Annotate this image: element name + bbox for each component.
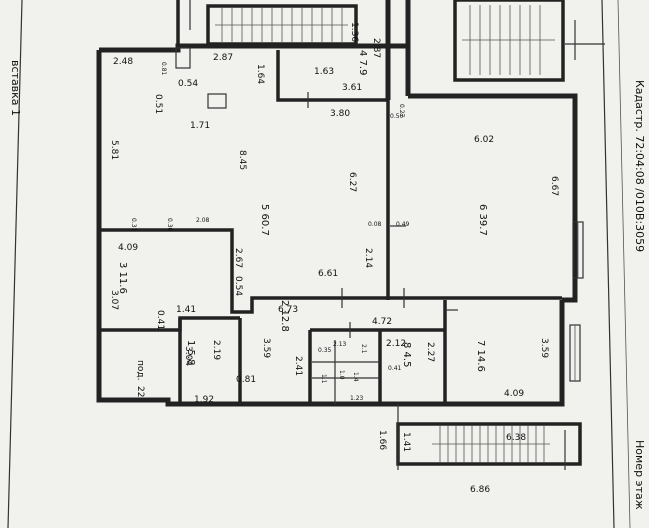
dim-2-19: 2.19 bbox=[211, 340, 221, 360]
dim-1-66: 1.66 bbox=[377, 430, 387, 450]
dim-0-54b: 0.54 bbox=[233, 276, 243, 296]
outer-walls bbox=[96, 0, 578, 407]
dim-2-08: 2.08 bbox=[196, 217, 210, 224]
room-label-4: 4 7.9 bbox=[357, 50, 368, 75]
dim-4-09a: 4.09 bbox=[118, 243, 138, 253]
door-ticks bbox=[307, 92, 458, 338]
room-label-3: 3 11.6 bbox=[117, 262, 128, 294]
dim-2-1: 2.1 bbox=[360, 344, 367, 354]
dim-6-86: 6.86 bbox=[470, 485, 490, 495]
dim-0-35: 0.35 bbox=[318, 347, 332, 354]
dim-2-27: 2.27 bbox=[425, 342, 435, 362]
dim-3-80: 3.80 bbox=[330, 109, 350, 119]
edge-text-left: вставка 1 bbox=[9, 60, 22, 116]
room-label-2: 2 12.8 bbox=[279, 300, 290, 332]
dim-2-13: 2.13 bbox=[333, 341, 347, 348]
dim-0-51: 0.51 bbox=[153, 94, 163, 114]
dim-0-08: 0.08 bbox=[368, 221, 382, 228]
pod-label: под. bbox=[135, 360, 145, 380]
dim-6-38: 6.38 bbox=[506, 433, 526, 443]
dim-6-02: 6.02 bbox=[474, 135, 494, 145]
dim-0-50: 0.50 bbox=[390, 113, 404, 120]
dim-1-23: 1.23 bbox=[350, 395, 364, 402]
stairwell-top bbox=[176, 0, 358, 46]
dim-1-41b: 1.41 bbox=[401, 432, 411, 452]
dim-1-71: 1.71 bbox=[190, 121, 210, 131]
dim-8-45: 8.45 bbox=[237, 150, 247, 170]
dim-0-49: 0.49 bbox=[396, 221, 410, 228]
dim-2-67: 2.67 bbox=[233, 248, 243, 268]
dim-0-81a: 0.81 bbox=[160, 62, 167, 76]
room-label-6: 6 39.7 bbox=[477, 204, 488, 236]
dim-6-67: 6.67 bbox=[549, 176, 559, 196]
dim-1-63: 1.63 bbox=[314, 67, 334, 77]
dim-1-0: 1.0 bbox=[338, 370, 345, 380]
dim-2-48: 2.48 bbox=[113, 57, 133, 67]
right-border-line-2 bbox=[617, 0, 631, 528]
dim-3-61: 3.61 bbox=[342, 83, 362, 93]
stairwell-top-right bbox=[453, 0, 605, 82]
dim-4-09b: 4.09 bbox=[504, 389, 524, 399]
room-label-8: 8 4.5 bbox=[401, 342, 412, 367]
dim-1-64: 1.64 bbox=[255, 64, 265, 84]
dim-1-41a: 1.41 bbox=[176, 305, 196, 315]
edge-text-right-top: Кадастр. 72:04:08 /010В:3059 bbox=[633, 80, 646, 252]
dim-1-1: 1.1 bbox=[320, 374, 327, 384]
dim-0-31: 0.31 bbox=[130, 218, 137, 232]
dim-6-73: 6.73 bbox=[278, 305, 298, 315]
dim-2-87a: 2.87 bbox=[213, 53, 233, 63]
room-label-5: 5 60.7 bbox=[259, 204, 270, 236]
windows-right bbox=[569, 221, 584, 382]
dim-2-12: 2.12 bbox=[386, 339, 406, 349]
dim-6-61: 6.61 bbox=[318, 269, 338, 279]
dim-0-27: 0.27 bbox=[398, 104, 405, 118]
right-border-line bbox=[601, 0, 615, 528]
dim-3-07: 3.07 bbox=[109, 290, 119, 310]
dim-1-92: 1.92 bbox=[194, 395, 214, 405]
stairwell-bottom bbox=[396, 404, 582, 470]
dim-2-14: 2.14 bbox=[363, 248, 373, 268]
dim-1-4: 1.4 bbox=[352, 372, 359, 382]
dim-2-41: 2.41 bbox=[293, 356, 303, 376]
left-border-line bbox=[7, 0, 23, 528]
dim-1-36: 1.36 bbox=[349, 22, 359, 42]
dim-5-81: 5.81 bbox=[109, 140, 119, 160]
interior-walls bbox=[99, 47, 562, 404]
dim-3-59b: 3.59 bbox=[539, 338, 549, 358]
dim-0-30: 0.30 bbox=[166, 218, 173, 232]
dim-3-59a: 3.59 bbox=[261, 338, 271, 358]
dim-0-54: 0.54 bbox=[178, 79, 198, 89]
pod-value: 22 bbox=[135, 386, 145, 397]
dim-0-41: 0.41 bbox=[155, 310, 165, 330]
dim-0-81b: 0.81 bbox=[236, 375, 256, 385]
dim-6-27: 6.27 bbox=[347, 172, 357, 192]
dim-3-04: 3.04 bbox=[183, 346, 193, 366]
dim-2-87b: 2.87 bbox=[371, 38, 381, 58]
room-label-1: 1 5.8 bbox=[185, 340, 196, 365]
dim-0-41b: 0.41 bbox=[388, 365, 402, 372]
edge-text-right-bottom: Номер этаж bbox=[633, 440, 646, 510]
dim-4-72: 4.72 bbox=[372, 317, 392, 327]
room-label-7: 7 14.6 bbox=[475, 340, 486, 372]
